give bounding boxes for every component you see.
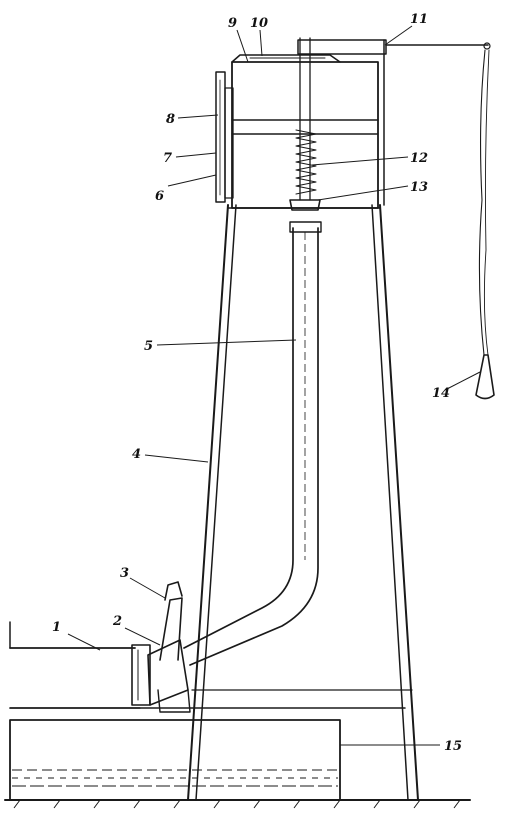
lever-and-pull	[297, 39, 495, 400]
callout-1: 1	[52, 620, 61, 635]
callout-3: 3	[120, 566, 129, 581]
callout-13: 13	[410, 180, 428, 195]
callout-7: 7	[163, 151, 172, 166]
callout-14: 14	[432, 386, 450, 401]
callout-5: 5	[144, 339, 153, 354]
callout-6: 6	[155, 189, 164, 204]
callout-2: 2	[112, 614, 122, 629]
tender-tank	[9, 621, 151, 709]
top-housing	[215, 37, 379, 211]
outlet-valve	[147, 581, 191, 713]
callout-12: 12	[410, 151, 428, 166]
callout-15: 15	[444, 739, 462, 754]
callout-11: 11	[410, 12, 428, 27]
leader-lines	[67, 25, 481, 746]
callout-9: 9	[228, 16, 237, 31]
callout-4: 4	[132, 447, 141, 462]
callout-8: 8	[166, 112, 175, 127]
column	[187, 204, 419, 801]
ground	[4, 799, 471, 809]
callout-10: 10	[250, 16, 268, 31]
standpipe	[183, 221, 322, 666]
callout-labels: 1 2 3 4 5 6 7 8 9 10 11 12 13 14 15	[52, 12, 462, 754]
basin	[9, 707, 406, 801]
